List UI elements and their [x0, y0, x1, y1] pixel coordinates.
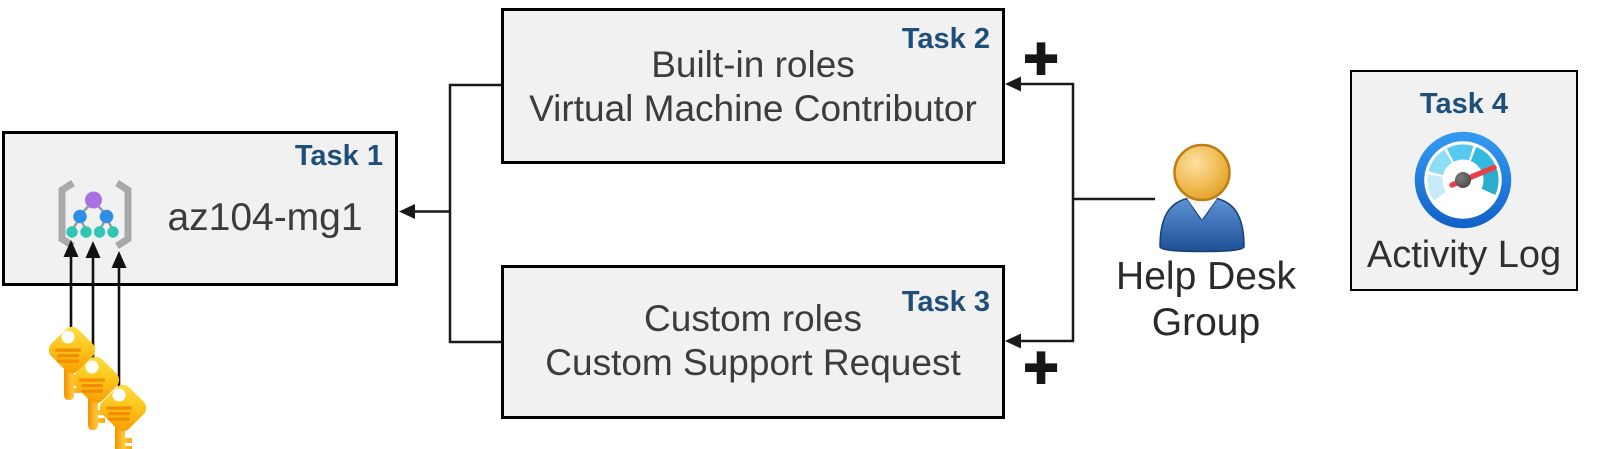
key-icon [72, 356, 120, 430]
task2-badge: Task 2 [901, 23, 990, 55]
plus-icon: + [1022, 25, 1059, 92]
user-icon [1159, 143, 1245, 253]
task2-box: Task 2 Built-in roles Virtual Machine Co… [501, 8, 1005, 164]
task3-line1: Custom roles [644, 298, 862, 339]
actor-label-line2: Group [1151, 301, 1261, 344]
help-desk-group-label: Help Desk Group [1110, 254, 1302, 346]
task1-box: Task 1 az104-mg1 [2, 131, 398, 286]
task3-line2: Custom Support Request [545, 342, 961, 383]
arrow-icon [1005, 333, 1021, 349]
actor-label-line1: Help Desk [1116, 255, 1296, 298]
task2-text: Built-in roles Virtual Machine Contribut… [504, 43, 1002, 131]
task1-badge: Task 1 [294, 140, 383, 172]
task3-badge: Task 3 [901, 286, 990, 318]
task4-box: Task 4 Activity Log [1350, 70, 1578, 291]
key-icon [48, 326, 96, 400]
task2-line1: Built-in roles [651, 44, 855, 85]
task3-box: Task 3 Custom roles Custom Support Reque… [501, 265, 1005, 419]
task3-text: Custom roles Custom Support Request [504, 297, 1002, 385]
management-group-name: az104-mg1 [167, 196, 363, 239]
task2-line2: Virtual Machine Contributor [529, 88, 977, 129]
task4-badge: Task 4 [1419, 88, 1509, 120]
arrow-icon [399, 204, 415, 219]
activity-log-label: Activity Log [1366, 234, 1562, 276]
plus-icon: + [1022, 334, 1059, 401]
roles-junction-connector [399, 83, 501, 344]
arrow-icon [1005, 76, 1021, 92]
key-icon [99, 384, 147, 449]
